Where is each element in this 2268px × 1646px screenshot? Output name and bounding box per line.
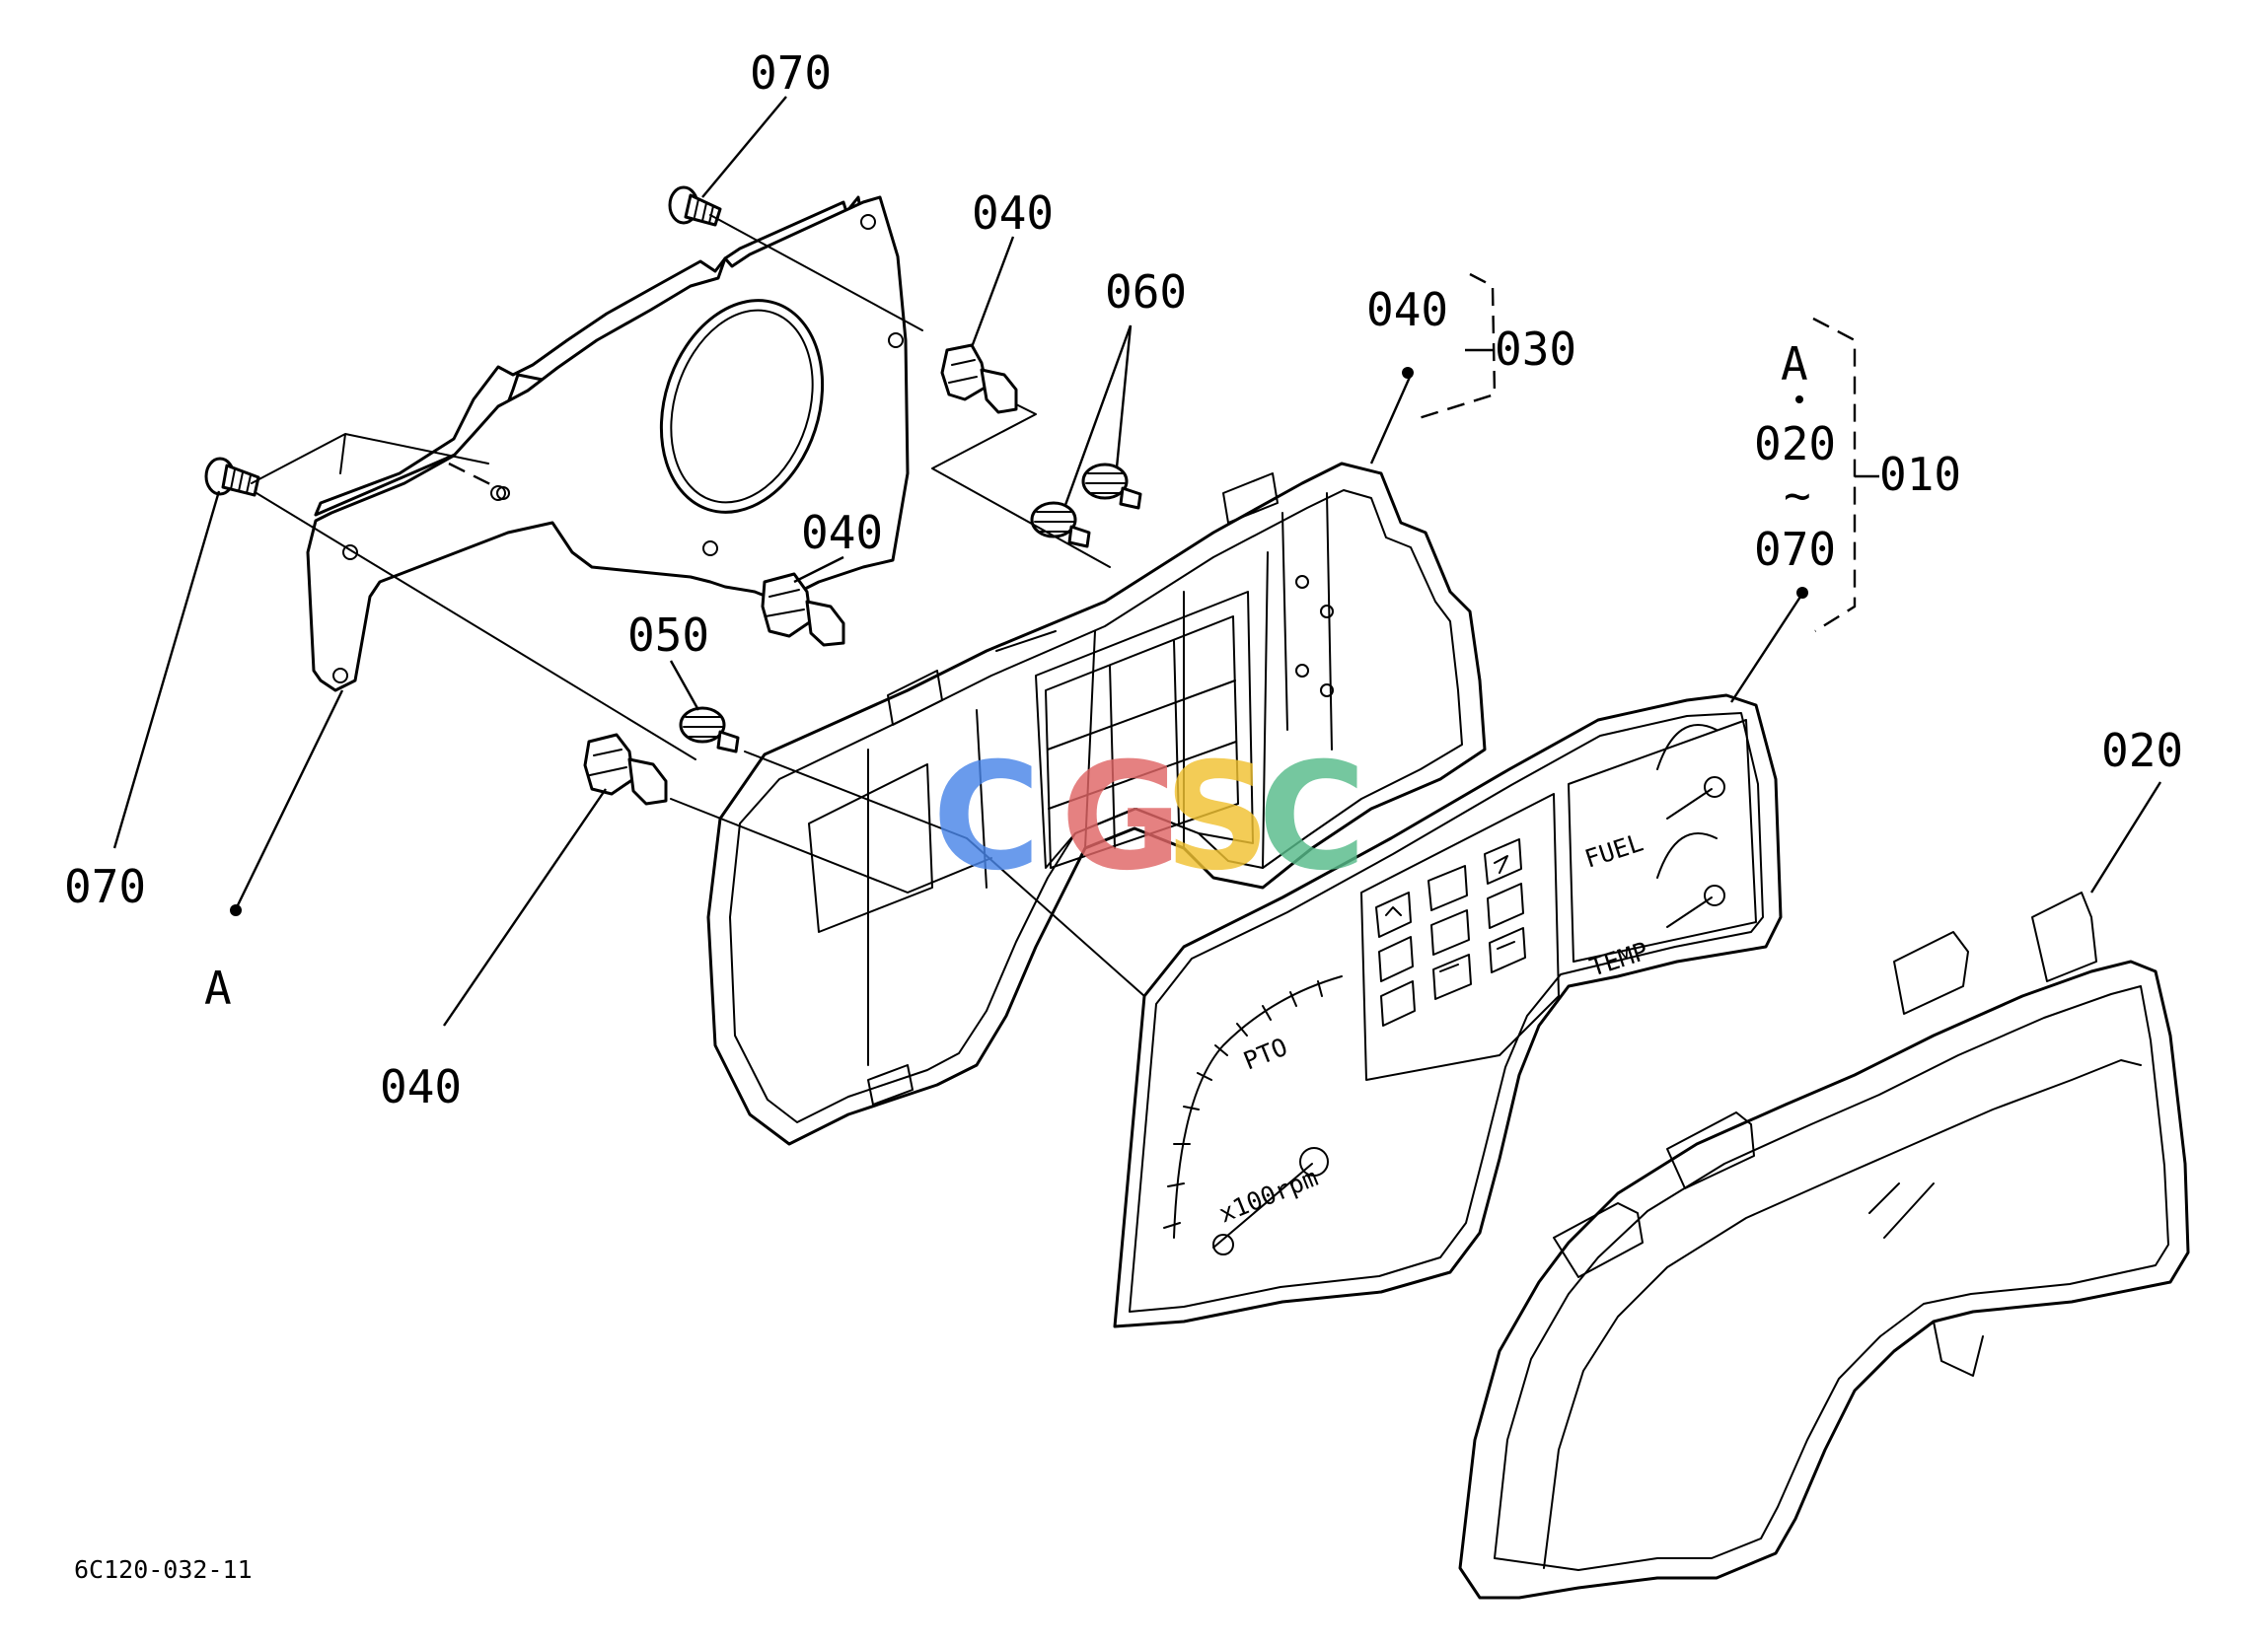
bulb-050 bbox=[679, 706, 740, 753]
leader-lines bbox=[112, 96, 2162, 1027]
brackets bbox=[1415, 272, 1879, 633]
part-labels: 070 070 A 040 040 040 050 060 040 030 A … bbox=[64, 46, 2183, 1584]
label-case-030: 030 bbox=[1495, 322, 1576, 376]
gauge-case-030 bbox=[706, 462, 1487, 1146]
watermark-letter-2: G bbox=[1061, 732, 1182, 903]
label-cover-020: 020 bbox=[2101, 724, 2183, 777]
label-case-040: 040 bbox=[1366, 283, 1448, 336]
assembly-lines bbox=[251, 214, 1145, 997]
watermark-logo: C G S C bbox=[932, 732, 1366, 903]
screw-top-070 bbox=[668, 185, 722, 227]
bulb-060-a bbox=[1030, 501, 1091, 548]
drawing-code: 6C120-032-11 bbox=[74, 1555, 253, 1584]
watermark-letter-4: C bbox=[1258, 732, 1366, 903]
warning-lamp-grid bbox=[1375, 838, 1526, 1027]
leader-dot-a-left bbox=[230, 904, 242, 916]
label-bulb-050: 050 bbox=[627, 608, 709, 662]
socket-mid-040 bbox=[761, 572, 845, 647]
label-bulbs-060: 060 bbox=[1105, 265, 1187, 319]
label-assy-010: 010 bbox=[1879, 448, 1961, 501]
label-assy-tilde: ~ bbox=[1784, 468, 1811, 522]
front-cover-020 bbox=[1458, 892, 2190, 1600]
label-assy-070: 070 bbox=[1754, 523, 1836, 576]
label-screw-top: 070 bbox=[750, 46, 832, 100]
watermark-letter-3: S bbox=[1164, 732, 1271, 903]
socket-low-040 bbox=[583, 733, 668, 806]
label-point-a: A bbox=[204, 962, 232, 1015]
socket-top-040 bbox=[940, 343, 1018, 414]
leader-dot-a-assy bbox=[1795, 395, 1803, 403]
rear-mounting-plate bbox=[306, 195, 910, 692]
label-socket-mid: 040 bbox=[801, 506, 883, 559]
leader-dot-030 bbox=[1402, 367, 1414, 379]
watermark-letter-1: C bbox=[932, 732, 1041, 903]
dial-face-panel: FUEL TEMP x100rpm PTO bbox=[1113, 693, 1783, 1328]
bulb-060-b bbox=[1081, 463, 1142, 510]
connector-grid bbox=[1045, 615, 1239, 869]
leader-dot-010 bbox=[1796, 587, 1808, 599]
label-assy-a: A bbox=[1781, 337, 1808, 391]
label-socket-low: 040 bbox=[380, 1060, 462, 1113]
label-screw-left: 070 bbox=[64, 860, 146, 913]
label-socket-top: 040 bbox=[972, 186, 1054, 240]
screw-left-070 bbox=[204, 457, 260, 497]
label-assy-020: 020 bbox=[1754, 417, 1836, 470]
